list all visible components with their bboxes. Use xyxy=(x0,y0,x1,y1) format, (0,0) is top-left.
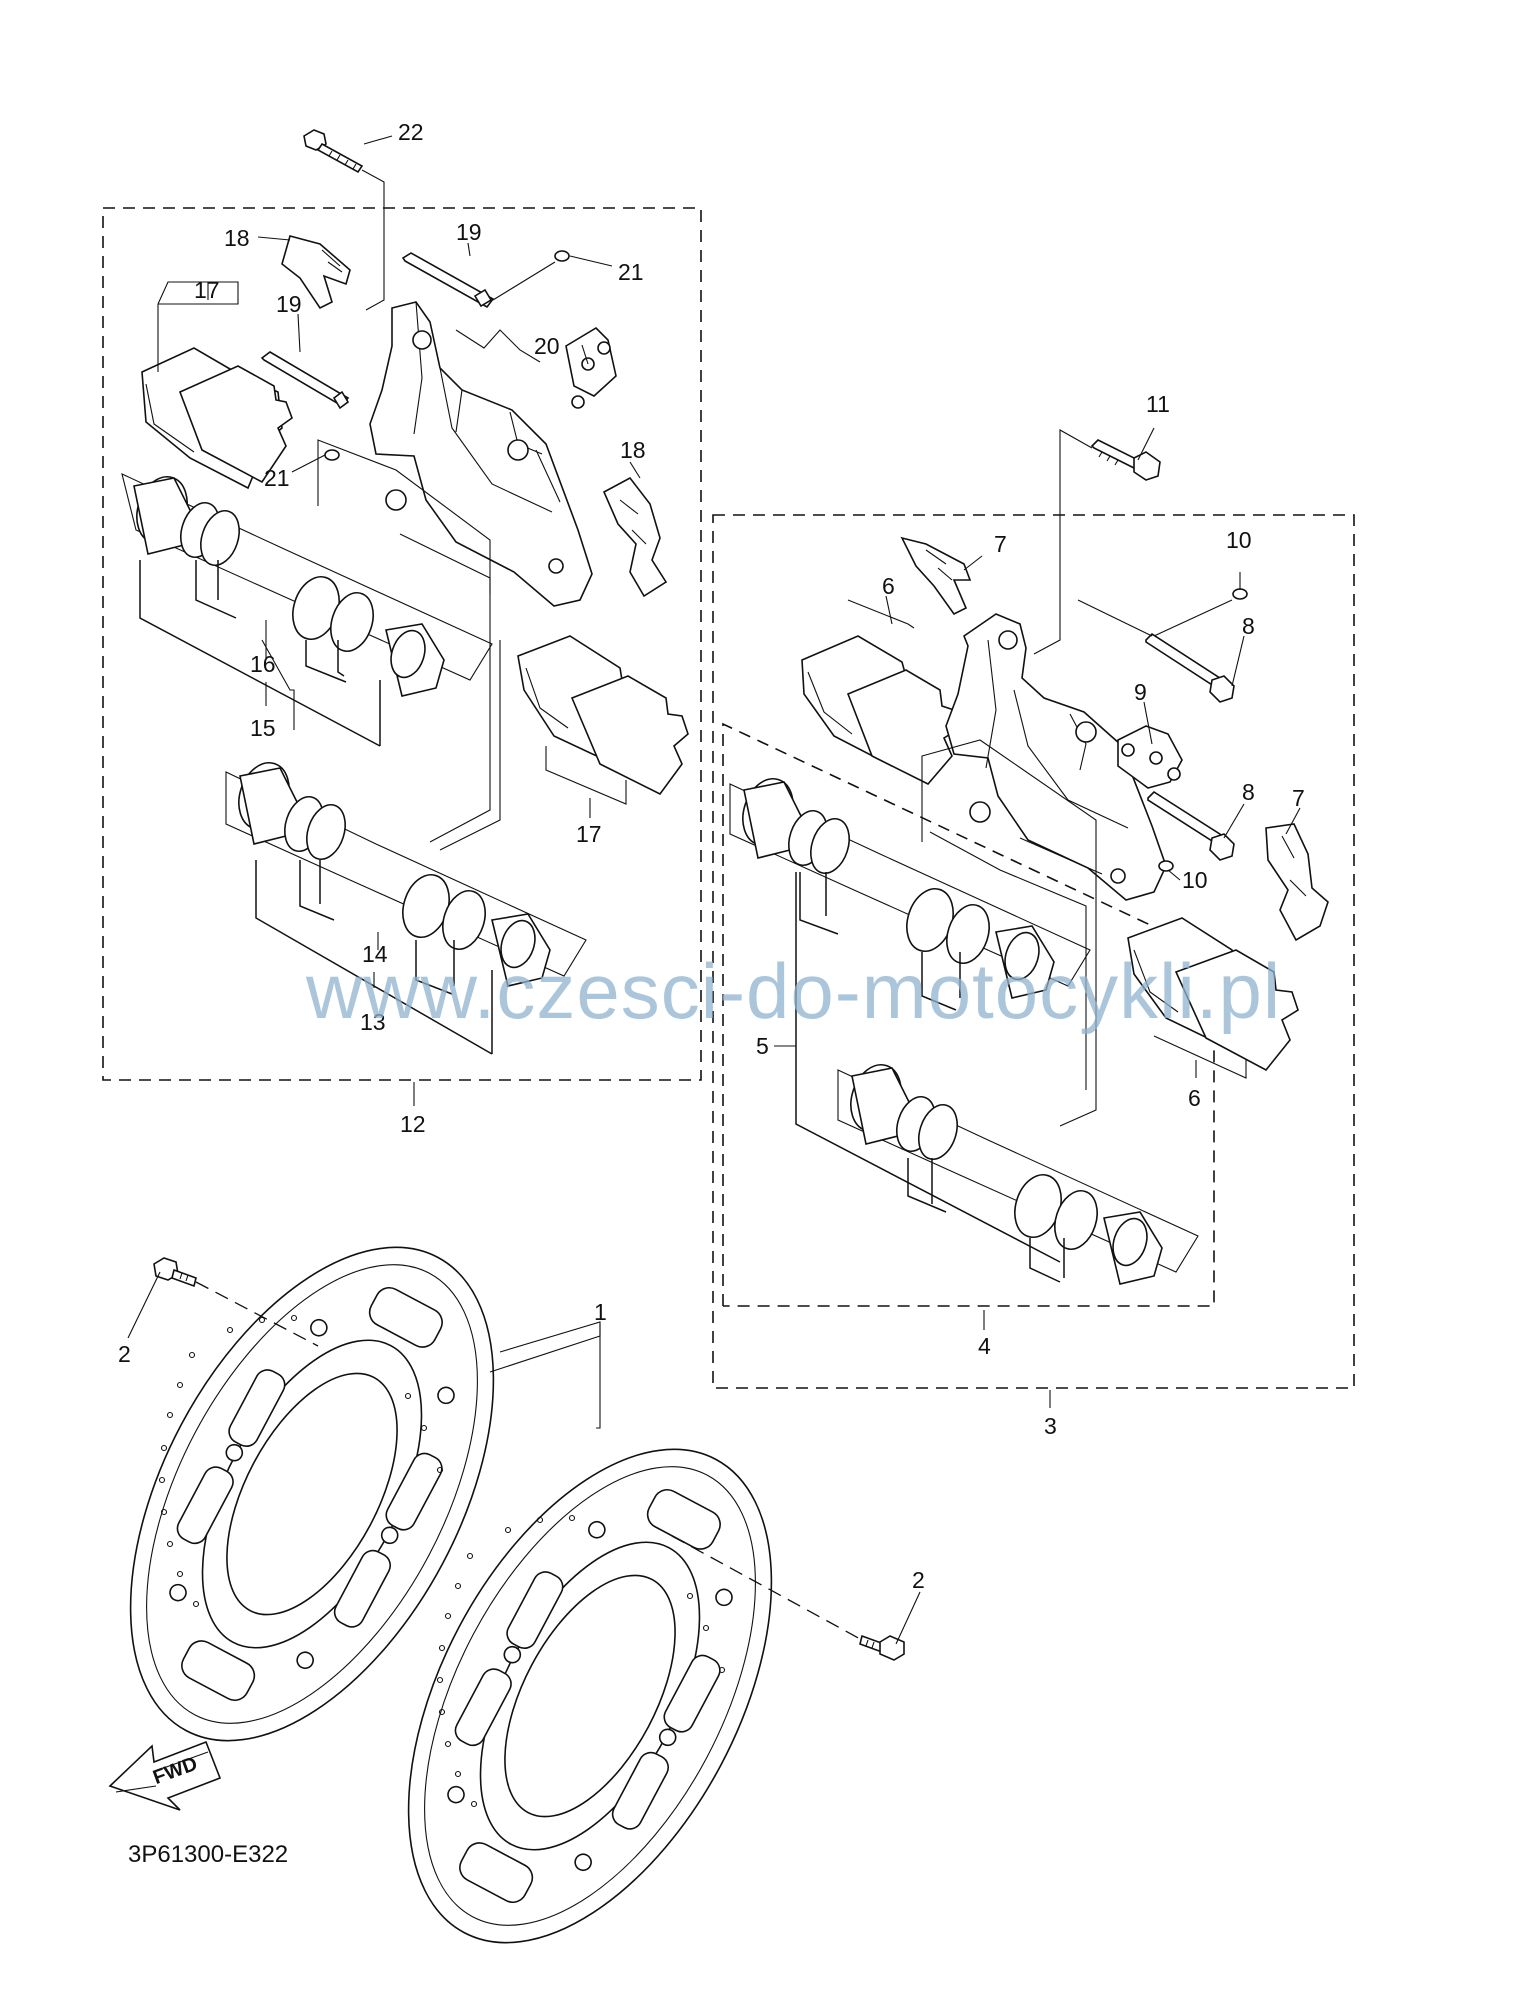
callout-20: 20 xyxy=(534,333,560,359)
callout-3: 3 xyxy=(1044,1413,1057,1439)
callout-2-left: 2 xyxy=(118,1341,131,1367)
callout-22: 22 xyxy=(398,119,424,145)
callout-18-lower: 18 xyxy=(620,437,646,463)
pad-spring-7-upper xyxy=(900,536,972,616)
piston-set-13-14 xyxy=(225,762,587,987)
washer-21-upper xyxy=(554,250,570,262)
disc-bolt-2-left xyxy=(153,1257,197,1288)
bolt-11 xyxy=(1090,439,1161,481)
bleed-screw-9 xyxy=(1117,725,1183,789)
assembly-box-12 xyxy=(102,207,702,1081)
caliper-body-3 xyxy=(945,613,1167,901)
callout-16: 16 xyxy=(250,651,276,677)
pad-pin-19-upper xyxy=(401,252,495,309)
callout-5: 5 xyxy=(756,1033,769,1059)
washer-21-lower xyxy=(324,449,340,461)
piston-set-5-upper xyxy=(729,778,1091,999)
pad-pin-8-upper xyxy=(1145,632,1235,703)
callout-11: 11 xyxy=(1146,391,1170,417)
callout-7-upper: 7 xyxy=(994,531,1007,557)
pad-spring-18-right xyxy=(602,476,668,598)
brake-pads-17-upper xyxy=(141,347,293,490)
watermark-text: www.czesci-do-motocykli.pl xyxy=(305,947,1281,1035)
pad-spring-18-upper xyxy=(281,235,351,310)
callout-6-lower: 6 xyxy=(1188,1085,1201,1111)
piston-set-15-16 xyxy=(121,473,493,697)
callout-6-upper: 6 xyxy=(882,573,895,599)
disc-bolt-2-right xyxy=(859,1634,905,1661)
callout-13: 13 xyxy=(360,1009,386,1035)
callout-17-upper: 17 xyxy=(194,277,220,303)
callout-8-lower: 8 xyxy=(1242,779,1255,805)
washer-10-lower xyxy=(1158,860,1174,872)
brake-pads-6-upper xyxy=(801,635,961,785)
caliper-3-group xyxy=(729,429,1329,1285)
callout-18-upper: 18 xyxy=(224,225,250,251)
callout-1: 1 xyxy=(594,1299,607,1325)
callout-2-right: 2 xyxy=(912,1567,925,1593)
callout-17-lower: 17 xyxy=(576,821,602,847)
callout-19-lower: 19 xyxy=(276,291,302,317)
callout-21-upper: 21 xyxy=(618,259,644,285)
callout-10-lower: 10 xyxy=(1182,867,1208,893)
assembly-box-3 xyxy=(712,514,1355,1389)
brake-disc-left xyxy=(129,1246,495,1742)
brake-pads-6-lower xyxy=(1127,917,1299,1072)
pad-pin-8-lower xyxy=(1147,790,1235,861)
assembly-box-4 xyxy=(722,722,1215,1307)
brake-disc-right xyxy=(407,1448,773,1944)
pad-pin-19-lower xyxy=(260,351,350,410)
diagram-code: 3P61300-E322 xyxy=(128,1841,288,1868)
caliper-12-group xyxy=(121,129,689,1055)
callout-12: 12 xyxy=(400,1111,426,1137)
pad-spring-7-lower xyxy=(1265,823,1329,942)
piston-set-4-lower xyxy=(837,1064,1199,1285)
washer-10-upper xyxy=(1232,588,1248,600)
callout-9: 9 xyxy=(1134,679,1147,705)
leader-lines xyxy=(127,135,1301,1645)
brake-pads-17-lower xyxy=(517,635,689,796)
callout-21-lower: 21 xyxy=(264,465,290,491)
bleed-screw-20 xyxy=(565,326,617,409)
callout-7-lower: 7 xyxy=(1292,785,1305,811)
fwd-arrow-icon: FWD xyxy=(108,1740,222,1811)
caliper-body-12 xyxy=(369,301,593,607)
bolt-22 xyxy=(303,129,364,174)
callout-14: 14 xyxy=(362,941,388,967)
callout-4: 4 xyxy=(978,1333,991,1359)
disc-holes-right xyxy=(436,1514,726,1808)
callout-19-upper: 19 xyxy=(456,219,482,245)
callout-10-upper: 10 xyxy=(1226,527,1252,553)
callout-8-upper: 8 xyxy=(1242,613,1255,639)
callout-15: 15 xyxy=(250,715,276,741)
disc-holes-left xyxy=(158,1314,444,1608)
